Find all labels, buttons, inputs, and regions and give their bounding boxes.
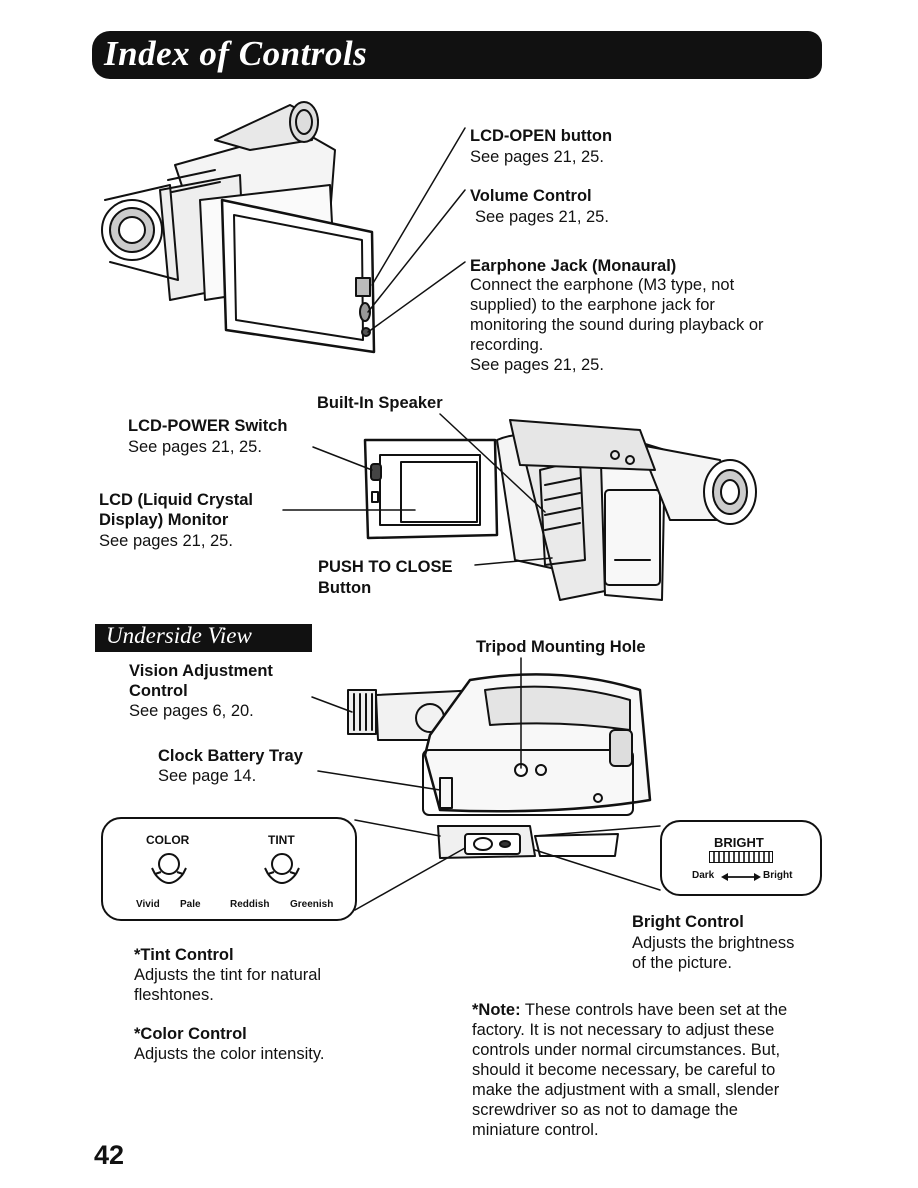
vision-label: Control bbox=[129, 682, 188, 700]
camcorder-open-lcd-illustration bbox=[363, 419, 757, 601]
color-panel-label: COLOR bbox=[146, 833, 190, 847]
note-line: controls under normal circumstances. But… bbox=[472, 1041, 781, 1059]
clock-label: Clock Battery Tray bbox=[158, 747, 303, 765]
note-label: *Note: bbox=[472, 1001, 521, 1019]
tripod-label: Tripod Mounting Hole bbox=[476, 638, 646, 656]
clock-pages: See page 14. bbox=[158, 767, 257, 785]
bright-panel-label: BRIGHT bbox=[714, 835, 764, 850]
lcd-monitor-pages: See pages 21, 25. bbox=[99, 532, 233, 550]
color-rotate-arrow-icon bbox=[154, 873, 184, 884]
page-title: Index of Controls bbox=[104, 34, 368, 73]
bright-end-label: Bright bbox=[763, 870, 793, 881]
push-close-label: PUSH TO CLOSE bbox=[318, 558, 453, 576]
note-line: miniature control. bbox=[472, 1121, 599, 1139]
underside-heading-bar bbox=[95, 624, 312, 652]
pale-label: Pale bbox=[180, 899, 201, 910]
earphone-desc-line: monitoring the sound during playback or bbox=[470, 316, 764, 334]
lcd-power-pages: See pages 21, 25. bbox=[128, 438, 262, 456]
lcd-monitor-label: Display) Monitor bbox=[99, 511, 229, 529]
double-arrow-icon bbox=[721, 873, 761, 881]
lcd-open-label: LCD-OPEN button bbox=[470, 127, 613, 145]
volume-pages: See pages 21, 25. bbox=[475, 208, 609, 226]
dark-label: Dark bbox=[692, 870, 715, 881]
earphone-label: Earphone Jack (Monaural) bbox=[470, 257, 677, 275]
note-line: factory. It is not necessary to adjust t… bbox=[472, 1021, 775, 1039]
color-dial-icon bbox=[158, 853, 180, 875]
lcd-open-pages: See pages 21, 25. bbox=[470, 148, 604, 166]
adjust-dial-icons bbox=[151, 853, 300, 884]
tint-control-label: *Tint Control bbox=[134, 946, 234, 964]
earphone-desc-line: Connect the earphone (M3 type, not bbox=[470, 276, 735, 294]
color-control-desc: Adjusts the color intensity. bbox=[134, 1045, 325, 1063]
tint-panel-label: TINT bbox=[268, 833, 295, 847]
volume-label: Volume Control bbox=[470, 187, 592, 205]
note-line: make the adjustment with a small, slende… bbox=[472, 1081, 780, 1099]
title-bar bbox=[92, 31, 822, 79]
color-control-label: *Color Control bbox=[134, 1025, 247, 1043]
vision-label: Vision Adjustment bbox=[129, 662, 273, 680]
push-close-label: Button bbox=[318, 579, 372, 597]
earphone-desc-line: recording. bbox=[470, 336, 544, 354]
greenish-label: Greenish bbox=[290, 899, 334, 910]
note-first-line: *Note: These controls have been set at t… bbox=[472, 1000, 787, 1020]
underside-heading: Underside View bbox=[106, 623, 252, 648]
note-line: should it become necessary, be careful t… bbox=[472, 1061, 776, 1079]
tint-dial-icon bbox=[271, 853, 293, 875]
tint-control-desc: fleshtones. bbox=[134, 986, 214, 1004]
camcorder-side-illustration bbox=[101, 101, 376, 354]
earphone-pages: See pages 21, 25. bbox=[470, 356, 604, 374]
color-tint-panel bbox=[101, 817, 357, 921]
tint-control-desc: Adjusts the tint for natural bbox=[134, 966, 322, 984]
bright-control-label: Bright Control bbox=[632, 913, 744, 931]
page-number: 42 bbox=[94, 1140, 125, 1170]
earphone-desc-line: supplied) to the earphone jack for bbox=[470, 296, 715, 314]
bright-control-desc: of the picture. bbox=[632, 954, 732, 972]
lcd-power-label: LCD-POWER Switch bbox=[128, 417, 288, 435]
vivid-label: Vivid bbox=[136, 899, 160, 910]
reddish-label: Reddish bbox=[230, 899, 270, 910]
bright-control-desc: Adjusts the brightness bbox=[632, 934, 795, 952]
bright-slider-icon bbox=[709, 851, 773, 863]
speaker-label: Built-In Speaker bbox=[317, 394, 443, 412]
lcd-monitor-label: LCD (Liquid Crystal bbox=[99, 491, 254, 509]
tint-rotate-arrow-icon bbox=[267, 873, 297, 884]
note-line: screwdriver so as not to damage the bbox=[472, 1101, 738, 1119]
vision-pages: See pages 6, 20. bbox=[129, 702, 254, 720]
note-first-text: These controls have been set at the bbox=[520, 1001, 788, 1019]
